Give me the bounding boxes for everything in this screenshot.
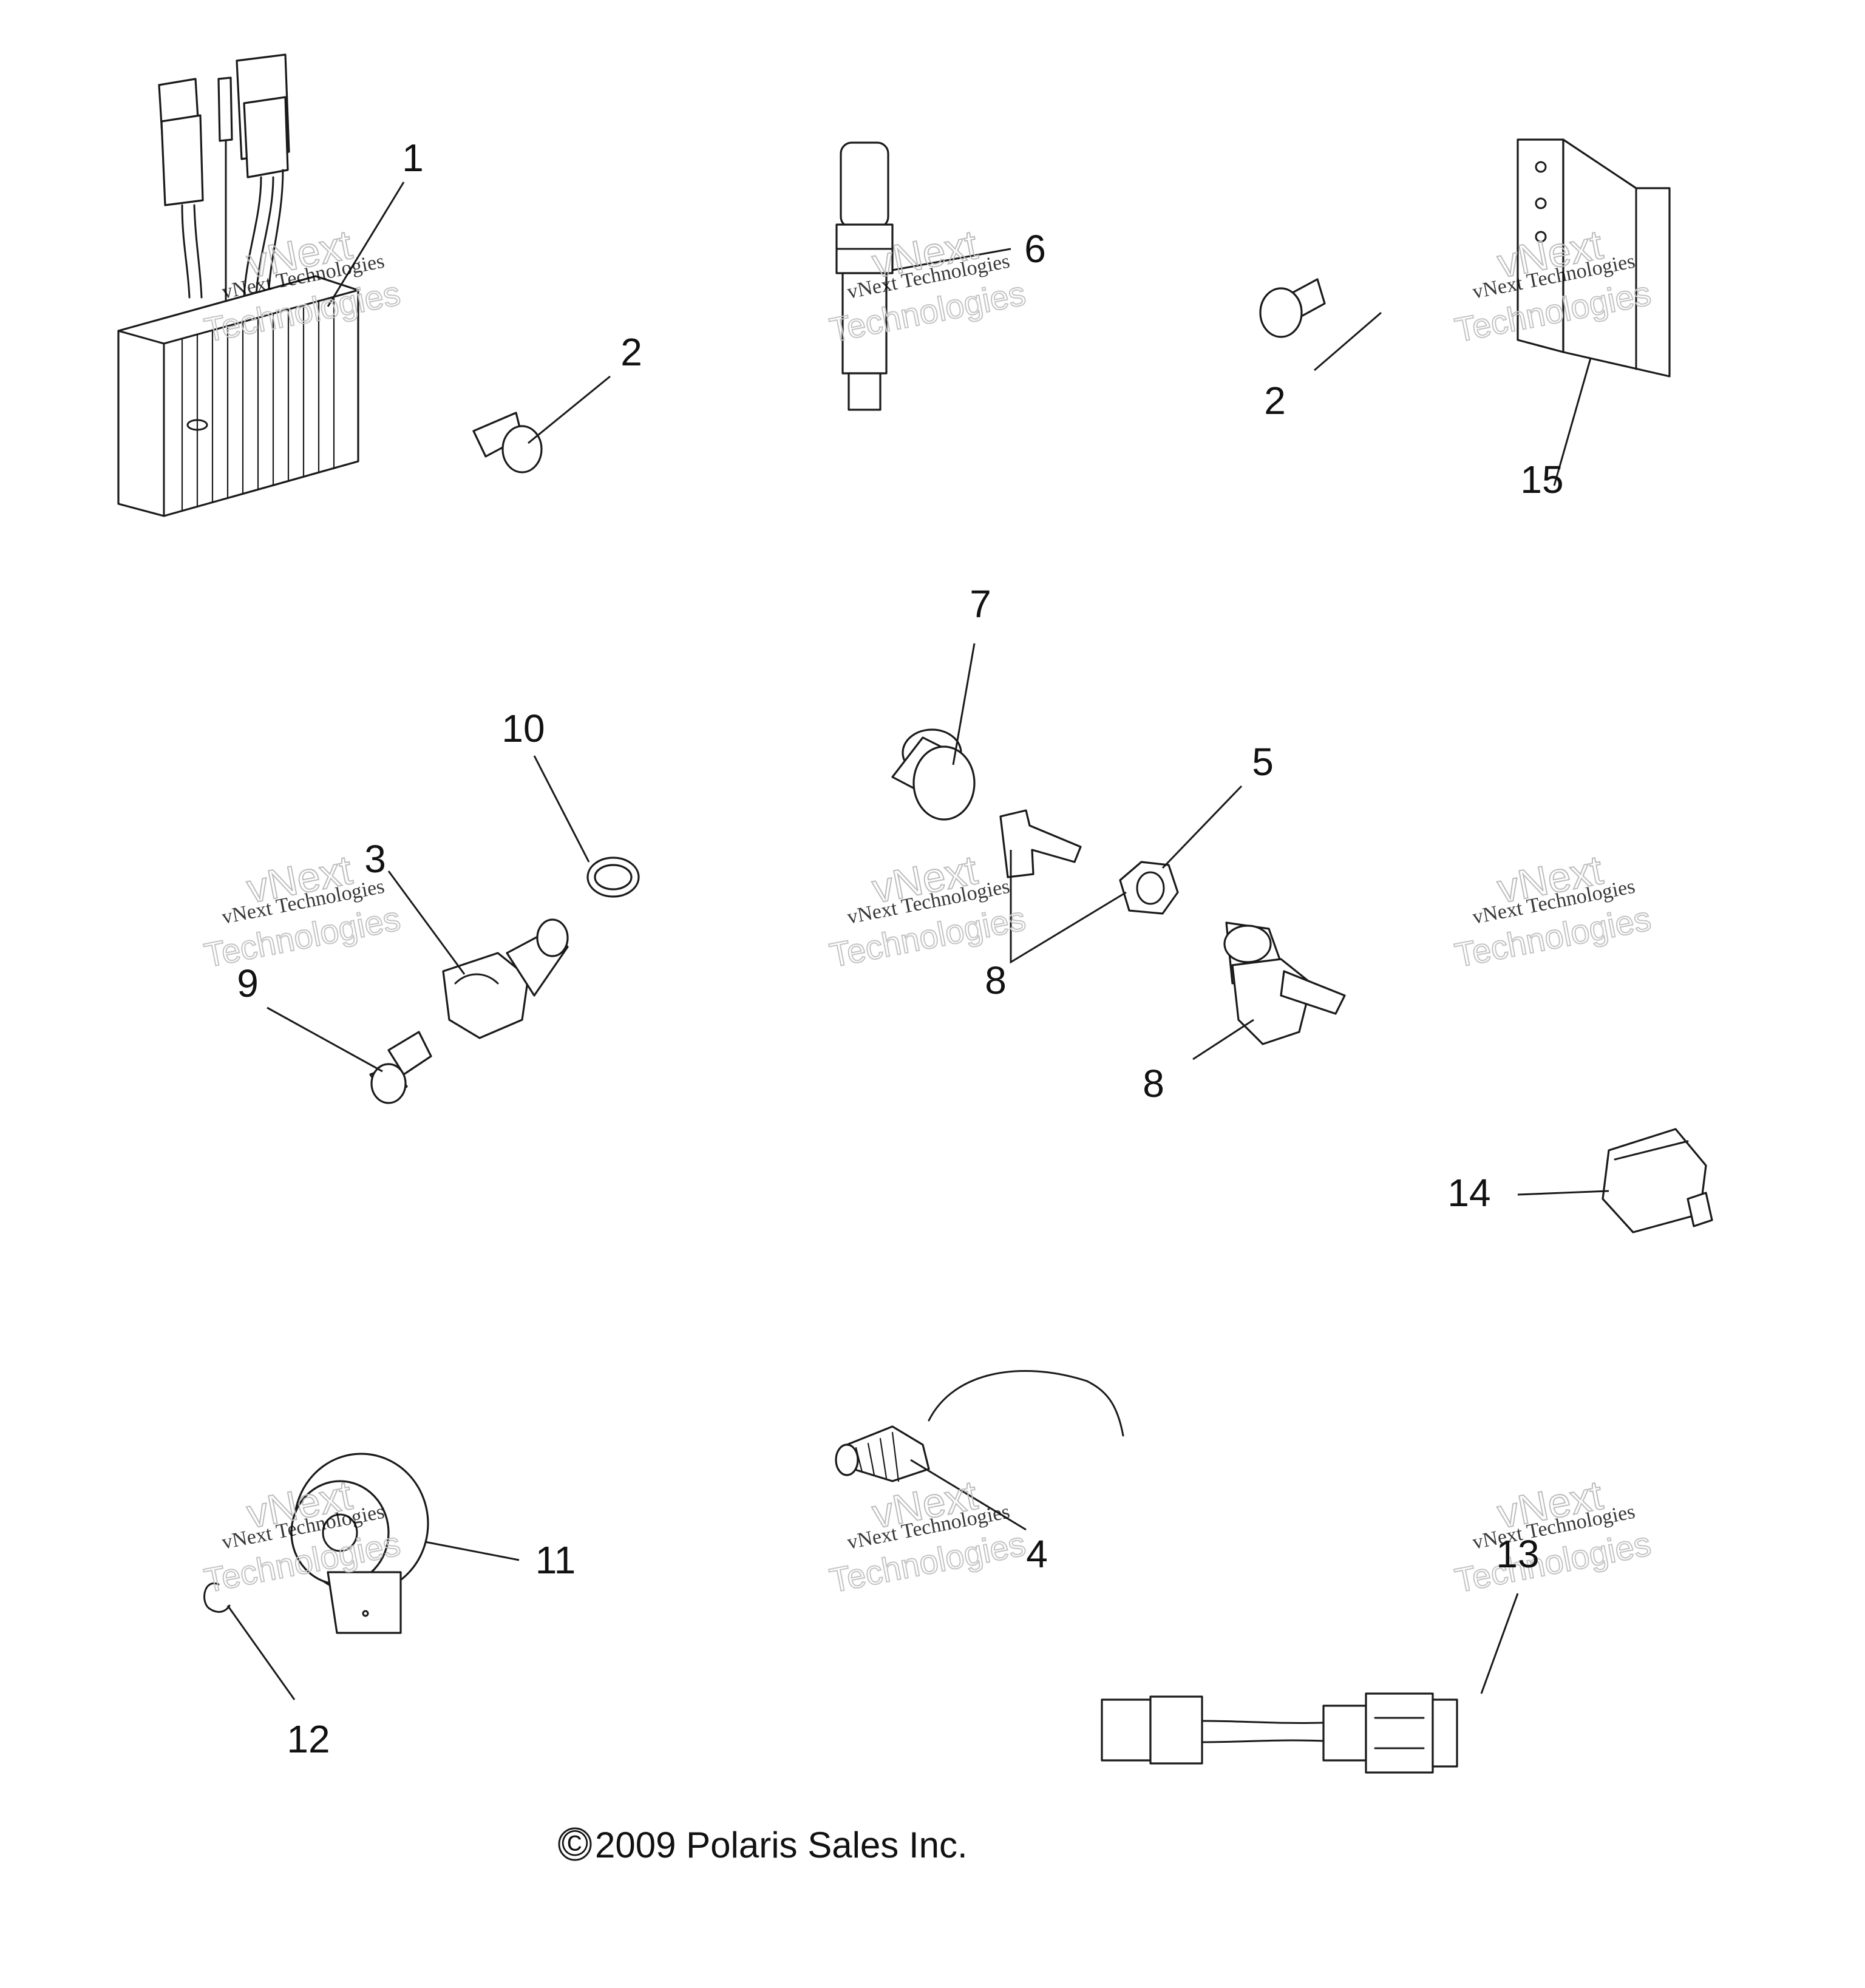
nut bbox=[1119, 861, 1179, 915]
callout-6: 6 bbox=[1024, 227, 1046, 271]
callout-11: 11 bbox=[535, 1538, 576, 1582]
watermark-5: vNext vNext Technologies Technologies bbox=[826, 846, 1029, 975]
temperature-sensor bbox=[835, 1370, 1124, 1482]
watermark-8: vNext vNext Technologies Technologies bbox=[826, 1471, 1029, 1600]
callout-2b: 2 bbox=[1264, 379, 1286, 422]
callout-4: 4 bbox=[1026, 1532, 1048, 1576]
callout-8b: 8 bbox=[1143, 1062, 1164, 1105]
callout-13: 13 bbox=[1496, 1532, 1539, 1576]
callout-10: 10 bbox=[501, 707, 545, 750]
bracket bbox=[999, 809, 1082, 878]
rocker-switch bbox=[1602, 1128, 1713, 1233]
copyright: © 2009 Polaris Sales Inc. bbox=[558, 1823, 968, 1865]
knock-sensor bbox=[290, 1453, 429, 1634]
watermark-1: vNext vNext Technologies Technologies bbox=[200, 221, 404, 350]
callout-9: 9 bbox=[237, 962, 259, 1005]
o-ring bbox=[586, 857, 640, 898]
module bbox=[1517, 138, 1671, 378]
harness bbox=[1101, 1692, 1458, 1774]
speed-sensor bbox=[442, 918, 569, 1039]
callout-8: 8 bbox=[985, 958, 1007, 1002]
copyright-text: 2009 Polaris Sales Inc. bbox=[595, 1825, 968, 1865]
switch bbox=[1223, 921, 1346, 1045]
leader-lines bbox=[226, 181, 1609, 1700]
watermark-9: vNext vNext Technologies Technologies bbox=[1451, 1471, 1654, 1600]
callout-1: 1 bbox=[402, 136, 424, 180]
callouts: 1 2 2 15 6 7 10 5 3 9 8 8 14 11 4 13 12 bbox=[237, 136, 1563, 1761]
callout-14: 14 bbox=[1447, 1171, 1490, 1215]
screw-right bbox=[1259, 278, 1326, 338]
sensor bbox=[835, 141, 894, 411]
watermark-6: vNext vNext Technologies Technologies bbox=[1451, 846, 1654, 975]
cap bbox=[891, 728, 976, 821]
callout-7: 7 bbox=[970, 582, 991, 626]
callout-3: 3 bbox=[364, 837, 386, 881]
callout-2: 2 bbox=[620, 330, 642, 374]
callout-5: 5 bbox=[1252, 740, 1274, 784]
voltage-regulator bbox=[117, 53, 359, 517]
bolt bbox=[369, 1031, 432, 1104]
screw bbox=[472, 412, 543, 473]
copyright-symbol: © bbox=[562, 1823, 588, 1864]
callout-15: 15 bbox=[1520, 458, 1563, 501]
callout-12: 12 bbox=[287, 1717, 330, 1761]
